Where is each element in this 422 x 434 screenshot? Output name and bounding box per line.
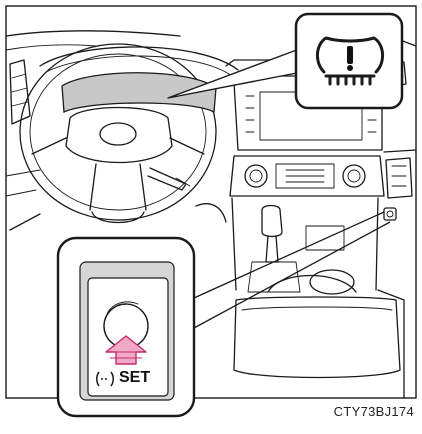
- switch-detail-inset: [58, 238, 194, 416]
- set-button-label: SET: [119, 369, 150, 387]
- figure-code: CTY73BJ174: [334, 404, 414, 419]
- warning-light-callout: [296, 14, 402, 108]
